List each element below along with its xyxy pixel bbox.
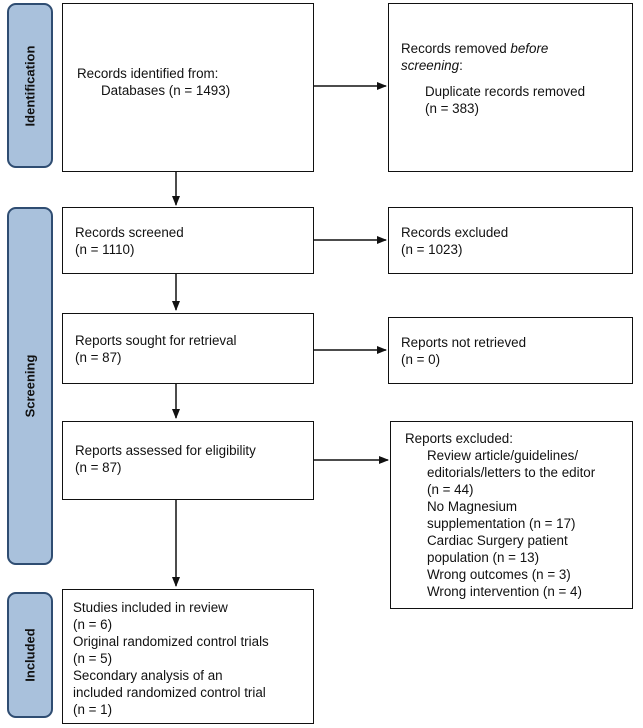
records-identified-databases: Databases (n = 1493) xyxy=(101,83,231,98)
included-line: Studies included in review xyxy=(73,600,228,615)
records-removed-box: Records removed before screening: Duplic… xyxy=(388,3,633,172)
records-removed-heading: Records removed before xyxy=(401,41,549,56)
exclusion-reason-line: editorials/letters to the editor xyxy=(427,465,596,480)
reports-not-retrieved-label: Reports not retrieved xyxy=(401,335,527,350)
reports-excluded-heading: Reports excluded: xyxy=(405,431,513,446)
exclusion-reason-line: Wrong outcomes (n = 3) xyxy=(427,567,571,582)
exclusion-reason-line: Wrong intervention (n = 4) xyxy=(427,584,582,599)
phase-included: Included xyxy=(7,592,53,718)
included-line: included randomized control trial xyxy=(73,685,266,700)
duplicate-records-count: (n = 383) xyxy=(425,101,479,116)
reports-sought-label: Reports sought for retrieval xyxy=(75,333,237,348)
reports-assessed-count: (n = 87) xyxy=(75,460,122,475)
included-line: Secondary analysis of an xyxy=(73,668,223,683)
reports-assessed-box: Reports assessed for eligibility (n = 87… xyxy=(62,421,314,500)
records-identified-heading: Records identified from: xyxy=(77,66,219,81)
included-line: Original randomized control trials xyxy=(73,634,269,649)
reports-assessed-label: Reports assessed for eligibility xyxy=(75,443,256,458)
reports-not-retrieved-box: Reports not retrieved (n = 0) xyxy=(388,317,633,384)
records-screened-box: Records screened (n = 1110) xyxy=(62,207,314,274)
included-line: (n = 1) xyxy=(73,702,113,717)
exclusion-reason-line: (n = 44) xyxy=(427,482,474,497)
reports-not-retrieved-count: (n = 0) xyxy=(401,352,441,367)
phase-screening: Screening xyxy=(7,207,53,565)
reports-excluded-box: Reports excluded: Review article/guideli… xyxy=(390,421,633,609)
studies-included-box: Studies included in review (n = 6) Origi… xyxy=(62,589,314,724)
records-screened-label: Records screened xyxy=(75,225,184,240)
reports-sought-count: (n = 87) xyxy=(75,350,122,365)
reports-sought-box: Reports sought for retrieval (n = 87) xyxy=(62,313,314,384)
exclusion-reason-line: Cardiac Surgery patient xyxy=(427,533,568,548)
exclusion-reason-line: Review article/guidelines/ xyxy=(427,448,579,463)
records-removed-heading-2: screening: xyxy=(401,58,463,73)
records-excluded-box: Records excluded (n = 1023) xyxy=(388,207,633,274)
exclusion-reason-line: supplementation (n = 17) xyxy=(427,516,576,531)
exclusion-reason-line: population (n = 13) xyxy=(427,550,540,565)
phase-identification: Identification xyxy=(7,3,53,168)
records-identified-box: Records identified from: Databases (n = … xyxy=(62,3,314,172)
records-excluded-count: (n = 1023) xyxy=(401,242,463,257)
records-excluded-label: Records excluded xyxy=(401,225,509,240)
records-screened-count: (n = 1110) xyxy=(75,242,135,257)
exclusion-reason-line: No Magnesium xyxy=(427,499,518,514)
included-line: (n = 5) xyxy=(73,651,113,666)
included-line: (n = 6) xyxy=(73,617,113,632)
duplicate-records-label: Duplicate records removed xyxy=(425,84,586,99)
